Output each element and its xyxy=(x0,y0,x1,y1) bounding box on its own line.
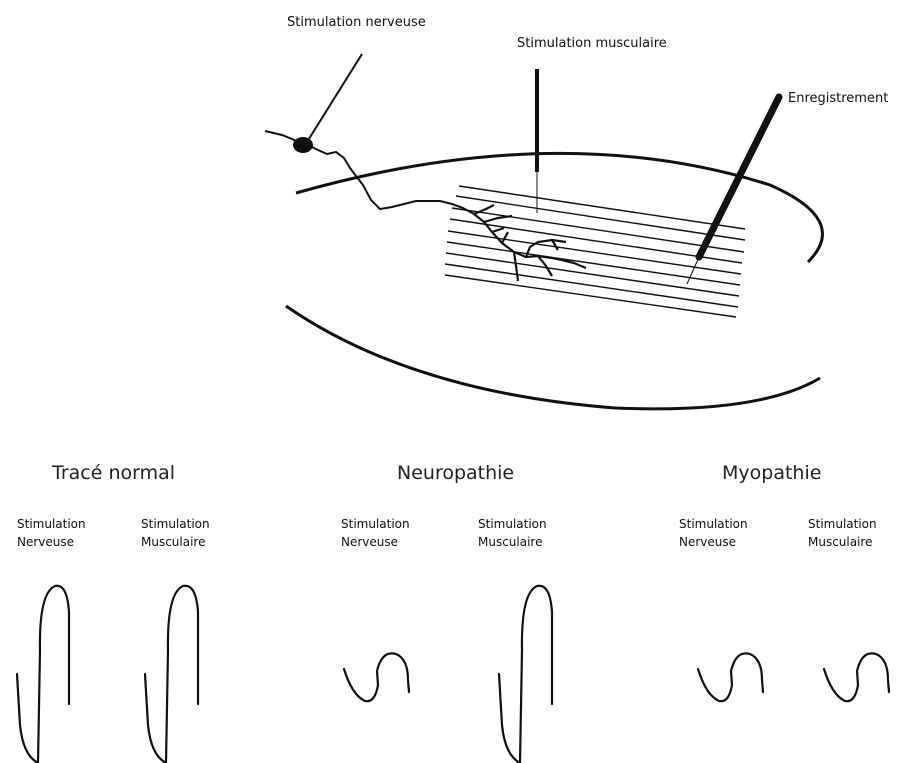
panel-title-neuropathy: Neuropathie xyxy=(397,462,514,484)
trace-neuropathy-nerve xyxy=(344,653,409,701)
panel-myopathy-col-nerve-label: Stimulation Nerveuse xyxy=(679,515,748,551)
panel-title-normal: Tracé normal xyxy=(52,462,175,484)
panel-normal-col-muscle-label: Stimulation Musculaire xyxy=(141,515,210,551)
panel-normal-col-nerve-label: Stimulation Nerveuse xyxy=(17,515,86,551)
col-label-line2: Nerveuse xyxy=(17,533,86,551)
col-label-line1: Stimulation xyxy=(141,515,210,533)
nerve-stimulation-electrode xyxy=(293,137,313,153)
trace-normal-muscle xyxy=(145,586,198,763)
muscle-outline-lower xyxy=(286,306,820,409)
label-nerve-stimulation: Stimulation nerveuse xyxy=(287,15,426,31)
col-label-line2: Nerveuse xyxy=(679,533,748,551)
col-label-line1: Stimulation xyxy=(478,515,547,533)
trace-myopathy-muscle xyxy=(824,653,889,701)
nerve-stimulation-lead xyxy=(307,54,362,142)
panel-title-myopathy: Myopathie xyxy=(722,462,821,484)
col-label-line2: Musculaire xyxy=(141,533,210,551)
col-label-line1: Stimulation xyxy=(808,515,877,533)
recording-needle xyxy=(687,257,699,284)
panel-myopathy-col-muscle-label: Stimulation Musculaire xyxy=(808,515,877,551)
response-traces xyxy=(17,586,889,763)
trace-myopathy-nerve xyxy=(698,653,763,701)
col-label-line1: Stimulation xyxy=(17,515,86,533)
trace-neuropathy-muscle xyxy=(499,586,552,763)
col-label-line2: Nerveuse xyxy=(341,533,410,551)
col-label-line2: Musculaire xyxy=(808,533,877,551)
recording-electrode xyxy=(699,97,779,257)
col-label-line2: Musculaire xyxy=(478,533,547,551)
panel-neuropathy-col-nerve-label: Stimulation Nerveuse xyxy=(341,515,410,551)
trace-normal-nerve xyxy=(17,586,69,763)
label-recording: Enregistrement xyxy=(788,91,888,107)
panel-neuropathy-col-muscle-label: Stimulation Musculaire xyxy=(478,515,547,551)
col-label-line1: Stimulation xyxy=(679,515,748,533)
label-muscle-stimulation: Stimulation musculaire xyxy=(517,36,667,52)
col-label-line1: Stimulation xyxy=(341,515,410,533)
